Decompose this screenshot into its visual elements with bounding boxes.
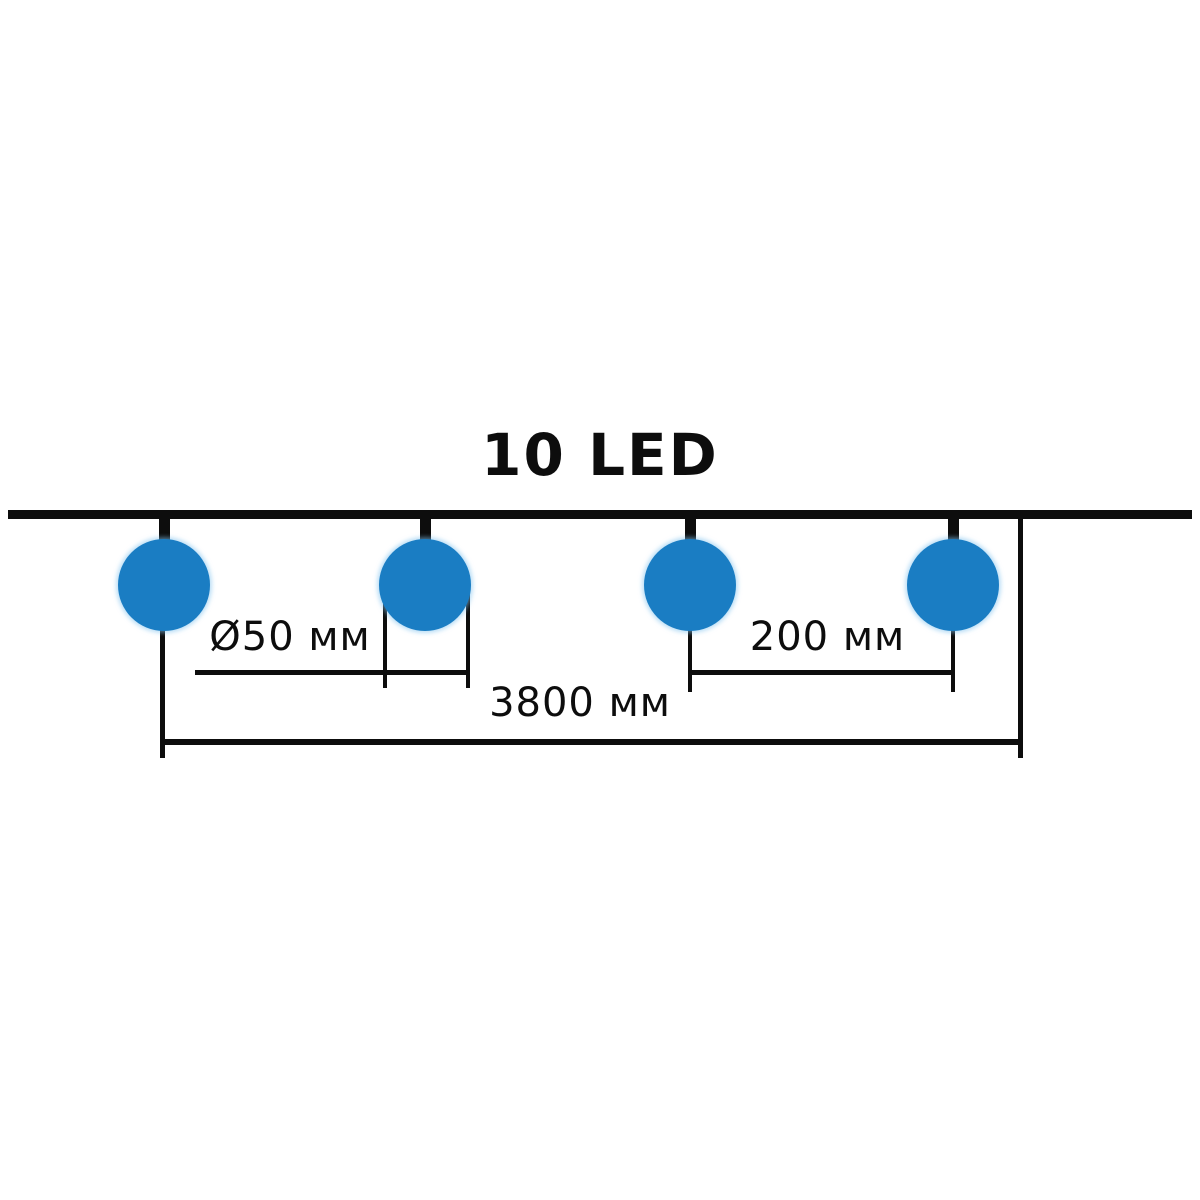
led-bulb-4 xyxy=(907,539,999,631)
bulb-stem-1 xyxy=(159,514,170,548)
diameter-dimension-line xyxy=(195,670,470,675)
spacing-dimension-line xyxy=(690,670,955,675)
bulb-stem-2 xyxy=(420,514,431,548)
led-bulb-3 xyxy=(644,539,736,631)
diameter-extension-line-left xyxy=(383,585,387,688)
spacing-extension-line-right xyxy=(951,620,955,692)
spacing-label: 200 мм xyxy=(749,614,906,660)
length-extension-line-right xyxy=(1018,518,1023,758)
led-bulb-2 xyxy=(379,539,471,631)
bulb-stem-4 xyxy=(948,514,959,548)
string-wire xyxy=(8,510,1192,519)
diagram-title: 10 LED xyxy=(481,421,719,489)
spacing-extension-line-left xyxy=(688,628,692,692)
total-length-label: 3800 мм xyxy=(489,680,671,726)
length-extension-line-left xyxy=(160,628,165,758)
diameter-label: Ø50 мм xyxy=(209,614,371,660)
led-bulb-1 xyxy=(118,539,210,631)
bulb-stem-3 xyxy=(685,514,696,548)
diameter-extension-line-right xyxy=(466,585,470,688)
length-dimension-line xyxy=(162,739,1021,745)
